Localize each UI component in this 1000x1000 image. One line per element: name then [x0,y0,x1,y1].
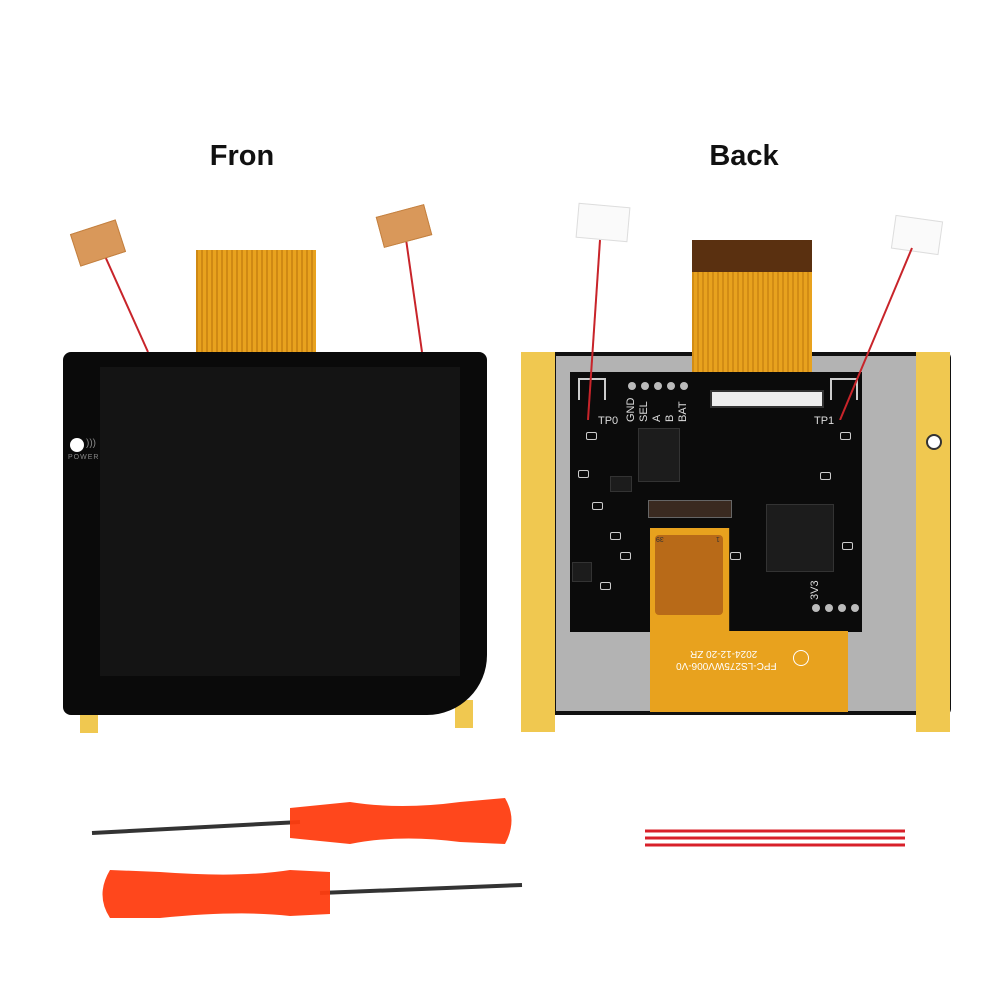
fpc-date: 2024-12-20 ZR [690,648,758,659]
small-chip [572,562,592,582]
tp1-pad [830,378,858,400]
fpc-pin-39: 39 [656,535,664,542]
tape-strip-right [916,352,950,732]
screwdriver-top [91,798,512,844]
mcu-chip [766,504,834,572]
tp0-pad [578,378,606,400]
ic-chip [638,428,680,482]
tp1-label: TP1 [814,415,835,427]
power-label: POWER [68,454,100,461]
connector-top [710,390,824,408]
tape-strip-left [521,352,555,732]
flex-cable-end [692,240,812,272]
back-label: Back [709,140,779,172]
3v3-label: 3V3 [809,580,821,600]
connector-fpc [648,500,732,518]
small-chip [610,476,632,492]
fpc-contact-area [655,535,723,615]
front-label: Fron [209,140,275,172]
power-led-icon [70,438,84,452]
display-area [100,367,460,676]
signal-icon: ))) [86,438,96,449]
fpc-logo-icon [793,650,809,666]
back-wires [587,239,913,420]
flex-cable [196,250,316,354]
pcb-board: TP0 TP1 GND SEL A B BAT 3V3 [570,372,862,632]
accessories [91,798,905,918]
mount-hole [926,434,942,450]
red-wires [645,829,905,847]
fpc-model: FPC-LS275WV006-V0 [676,660,777,671]
front-wires [99,231,423,353]
tape-tab [455,700,473,728]
fpc-pin-1: 1 [716,535,720,542]
screwdriver-bottom [102,870,523,918]
tp0-label: TP0 [598,415,619,427]
